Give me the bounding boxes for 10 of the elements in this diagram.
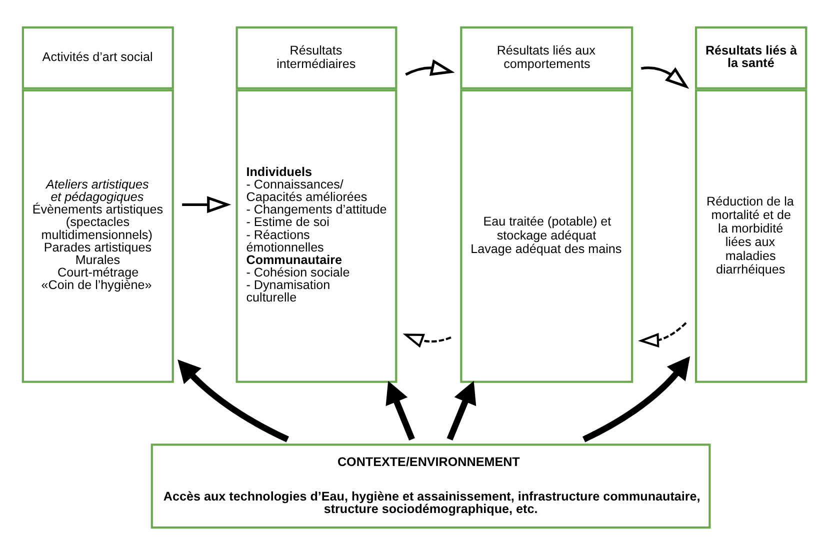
arrow	[386, 380, 415, 440]
arrow	[638, 322, 687, 348]
arrow	[446, 380, 476, 440]
arrow	[640, 66, 690, 89]
arrow	[402, 334, 452, 348]
arrow	[178, 359, 289, 442]
arrow	[582, 356, 690, 442]
arrow	[182, 196, 232, 214]
node-box: CONTEXTE/ENVIRONNEMENT Accès aux technologies d’Eau, hygiène et assainissement, infrastructure communautaire, structure sociodémographique, etc.	[150, 444, 711, 529]
arrow	[405, 59, 455, 76]
